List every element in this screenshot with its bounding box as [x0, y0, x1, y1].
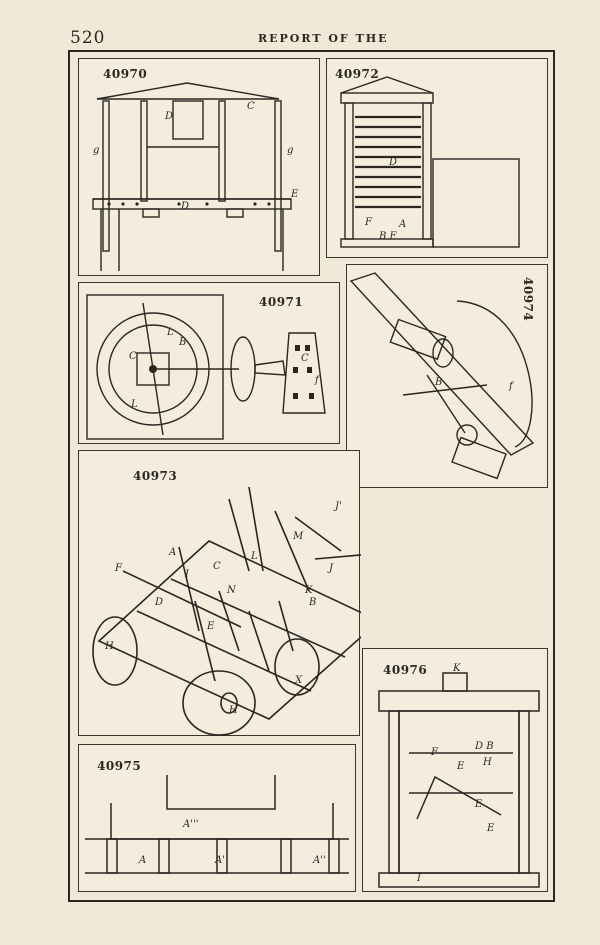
label-B: B [178, 337, 186, 348]
label-A-double-prime: A'' [312, 855, 326, 866]
label-D-top: D [164, 111, 173, 122]
label-C-left: C [129, 351, 137, 362]
label-K: K [304, 585, 313, 596]
label-F: F [364, 217, 373, 228]
label-A: A [168, 547, 176, 558]
label-F: F [114, 563, 123, 574]
label-I: I [184, 569, 190, 580]
label-H-wheel: H [228, 705, 238, 716]
label-B: B [434, 377, 442, 388]
label-D: D [388, 157, 397, 168]
label-H: H [482, 757, 492, 768]
label-A-prime: A' [214, 855, 225, 866]
label-L: L [250, 551, 258, 562]
label-E-1: E [456, 761, 465, 772]
label-I: I [416, 873, 422, 884]
drawing-hive-section: D F A B F [340, 76, 520, 248]
label-B: B [308, 597, 316, 608]
figure-number: 40975 [97, 759, 142, 773]
label-g-left: g [93, 145, 99, 156]
label-A: A [398, 219, 406, 230]
figure-number: 40971 [259, 295, 304, 309]
figure-number: 40974 [521, 277, 535, 322]
label-E-2: E [474, 799, 483, 810]
label-A-triple-prime: A''' [182, 819, 198, 830]
figure-40975: 40975 A''' A A' A'' [78, 744, 356, 892]
label-J: J [327, 563, 334, 574]
label-K: K [452, 663, 461, 674]
label-E-3: E [486, 823, 495, 834]
figure-40972: 40972 D F A B F [326, 58, 548, 258]
drawing-press-mechanism: B f [349, 272, 535, 480]
plate-frame [68, 50, 555, 902]
page-number: 520 [70, 28, 106, 48]
figure-number: 40973 [133, 469, 178, 483]
label-C: C [247, 101, 255, 112]
label-L-bottom: L [130, 399, 138, 410]
label-C-right: C [301, 353, 309, 364]
label-f: f [508, 381, 515, 392]
label-DB: D B [474, 741, 494, 752]
label-E: E [206, 621, 215, 632]
drawing-house-frame: D C g g E D [92, 82, 299, 271]
label-H-left: H [104, 641, 114, 652]
figure-number: 40972 [335, 67, 380, 81]
label-E: E [290, 189, 299, 200]
label-D: D [154, 597, 163, 608]
label-C: C [213, 561, 221, 572]
label-N: N [226, 585, 237, 596]
label-L-top: L [166, 327, 174, 338]
figure-number: 40970 [103, 67, 148, 81]
drawing-cabinet-section: K D B F E H E E I [378, 663, 540, 888]
figure-40974: 40974 B f [346, 264, 548, 488]
label-f: f [314, 375, 321, 386]
figure-40976: 40976 K D B F E H E E I [362, 648, 548, 892]
label-D-bottom: D [180, 201, 189, 212]
figure-number: 40976 [383, 663, 428, 677]
figure-40971: 40971 L B C L C f [78, 282, 340, 444]
label-J-prime-1: J' [333, 501, 342, 512]
label-M: M [292, 531, 304, 542]
drawing-trough-sections: A''' A A' A'' [85, 775, 349, 874]
label-g-right: g [287, 145, 293, 156]
drawing-cultivator: J' J' M A I L J F C N K B D H H X E [92, 486, 361, 736]
running-title: REPORT OF THE [258, 32, 389, 45]
label-BF: B F [378, 231, 398, 242]
figure-40973: 40973 J' J' M A I L J F C [78, 450, 361, 736]
figure-40970: 40970 D C g g E D [78, 58, 320, 276]
label-A: A [138, 855, 146, 866]
drawing-wheel-mechanism: L B C L C f [86, 294, 326, 440]
label-F: F [430, 747, 439, 758]
label-X: X [294, 675, 303, 686]
